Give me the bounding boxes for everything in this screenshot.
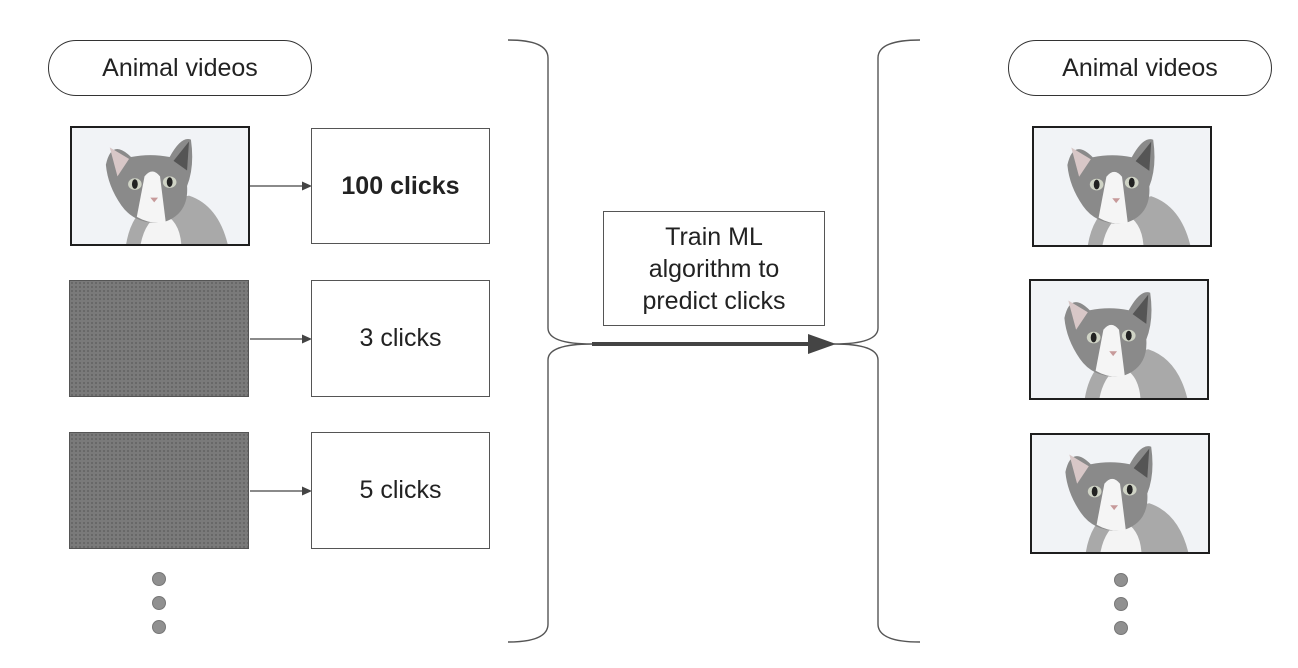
- train-box: Train ML algorithm to predict clicks: [603, 211, 825, 326]
- row-arrow: [250, 334, 312, 344]
- clicks-label: 5 clicks: [359, 476, 442, 504]
- ellipsis-dot: [1114, 597, 1128, 611]
- cat-thumbnail: [1032, 126, 1212, 247]
- ellipsis-dot: [152, 596, 166, 610]
- row-arrow: [250, 486, 312, 496]
- cat-thumbnail: [1029, 279, 1209, 400]
- ellipsis-dot: [152, 620, 166, 634]
- row-arrow: [250, 181, 312, 191]
- cat-image: [1031, 281, 1207, 398]
- ellipsis-dot: [1114, 573, 1128, 587]
- cat-image: [1032, 435, 1208, 552]
- clicks-box: 3 clicks: [311, 280, 490, 397]
- cat-image: [1034, 128, 1210, 245]
- right-brace: [833, 39, 921, 643]
- left-header-label: Animal videos: [102, 53, 258, 82]
- clicks-label: 3 clicks: [359, 324, 442, 352]
- clicks-box: 5 clicks: [311, 432, 490, 549]
- left-header-pill: Animal videos: [48, 40, 312, 96]
- ellipsis-dot: [1114, 621, 1128, 635]
- train-label: Train ML algorithm to predict clicks: [642, 222, 786, 315]
- cat-thumbnail: [1030, 433, 1210, 554]
- clicks-label: 100 clicks: [341, 171, 460, 200]
- right-header-label: Animal videos: [1062, 53, 1218, 82]
- clicks-box: 100 clicks: [311, 128, 490, 244]
- main-arrow: [592, 334, 836, 354]
- left-brace: [507, 39, 593, 643]
- cat-thumbnail: [70, 126, 250, 246]
- grey-thumbnail: [69, 280, 249, 397]
- cat-image: [72, 128, 248, 244]
- ellipsis-dot: [152, 572, 166, 586]
- right-header-pill: Animal videos: [1008, 40, 1272, 96]
- grey-thumbnail: [69, 432, 249, 549]
